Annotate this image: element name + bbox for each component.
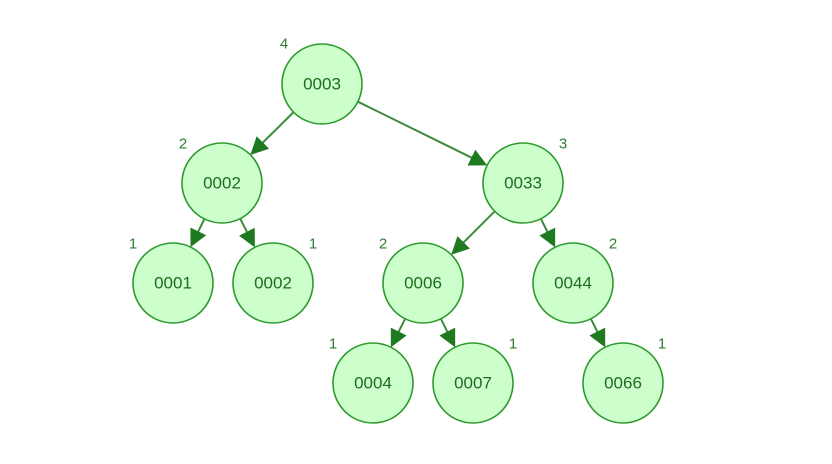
edge-line	[357, 100, 473, 159]
arrow-head-icon	[467, 149, 488, 166]
tree-node: 0006 2	[379, 236, 464, 324]
node-label: 0044	[554, 274, 592, 293]
arrow-head-icon	[539, 227, 556, 248]
nodes-layer: 0003 4 0002 2 0033 3 0001 1 0002 1 0006 2 0044 2 0004 1…	[129, 36, 666, 424]
node-height-label: 2	[379, 236, 387, 253]
node-circle	[382, 242, 464, 324]
node-height-label: 1	[509, 336, 517, 353]
edge-line	[397, 318, 407, 333]
node-label: 0002	[203, 174, 241, 193]
edge-line	[197, 218, 206, 233]
arrow-head-icon	[390, 327, 407, 348]
tree-node: 0002 1	[232, 236, 317, 324]
node-height-label: 4	[280, 36, 288, 53]
tree-node: 0066 1	[582, 336, 666, 424]
edge-line	[261, 111, 295, 144]
node-circle	[332, 342, 414, 424]
edge-line	[462, 210, 496, 244]
node-label: 0001	[154, 274, 192, 293]
tree-node: 0004 1	[329, 336, 414, 424]
arrow-head-icon	[250, 136, 270, 155]
node-height-label: 1	[309, 236, 317, 253]
node-label: 0033	[504, 174, 542, 193]
edge-n0033-n0006	[451, 210, 496, 255]
node-height-label: 1	[658, 336, 666, 353]
node-label: 0007	[454, 374, 492, 393]
node-label: 0006	[404, 274, 442, 293]
edge-n0006-n0007	[439, 318, 456, 348]
arrow-head-icon	[239, 227, 255, 248]
arrow-head-icon	[190, 227, 207, 248]
node-height-label: 3	[559, 136, 567, 153]
edge-n0003-n0033	[357, 100, 488, 166]
node-height-label: 1	[129, 236, 137, 253]
node-height-label: 2	[609, 236, 617, 253]
edge-line	[439, 318, 449, 333]
tree-node: 0002 2	[179, 136, 263, 224]
node-circle	[132, 242, 214, 324]
tree-node: 0003 4	[280, 36, 363, 125]
node-height-label: 2	[179, 136, 187, 153]
node-circle	[482, 142, 564, 224]
edge-n0006-n0004	[390, 318, 407, 348]
edge-n0002a-n0002b	[239, 218, 255, 248]
node-label: 0004	[354, 374, 392, 393]
node-circle	[232, 242, 314, 324]
edge-n0002a-n0001	[190, 218, 207, 248]
node-circle	[432, 342, 514, 424]
edges-layer	[190, 100, 606, 348]
node-label: 0002	[254, 274, 292, 293]
edge-n0033-n0044	[539, 218, 556, 248]
node-label: 0066	[604, 374, 642, 393]
arrow-head-icon	[451, 236, 470, 255]
edge-n0003-n0002a	[250, 111, 295, 155]
tree-node: 0033 3	[482, 136, 567, 224]
node-height-label: 1	[329, 336, 337, 353]
tree-node: 0001 1	[129, 236, 214, 324]
tree-node: 0007 1	[432, 336, 517, 424]
node-label: 0003	[303, 75, 341, 94]
edge-line	[539, 218, 549, 233]
node-circle	[532, 242, 614, 324]
node-circle	[281, 43, 363, 125]
edge-line	[239, 218, 248, 233]
edge-line	[589, 318, 599, 333]
node-circle	[582, 342, 664, 424]
arrow-head-icon	[439, 327, 456, 348]
node-circle	[181, 142, 263, 224]
edge-n0044-n0066	[589, 318, 606, 348]
tree-node: 0044 2	[532, 236, 617, 324]
arrow-head-icon	[589, 327, 606, 348]
